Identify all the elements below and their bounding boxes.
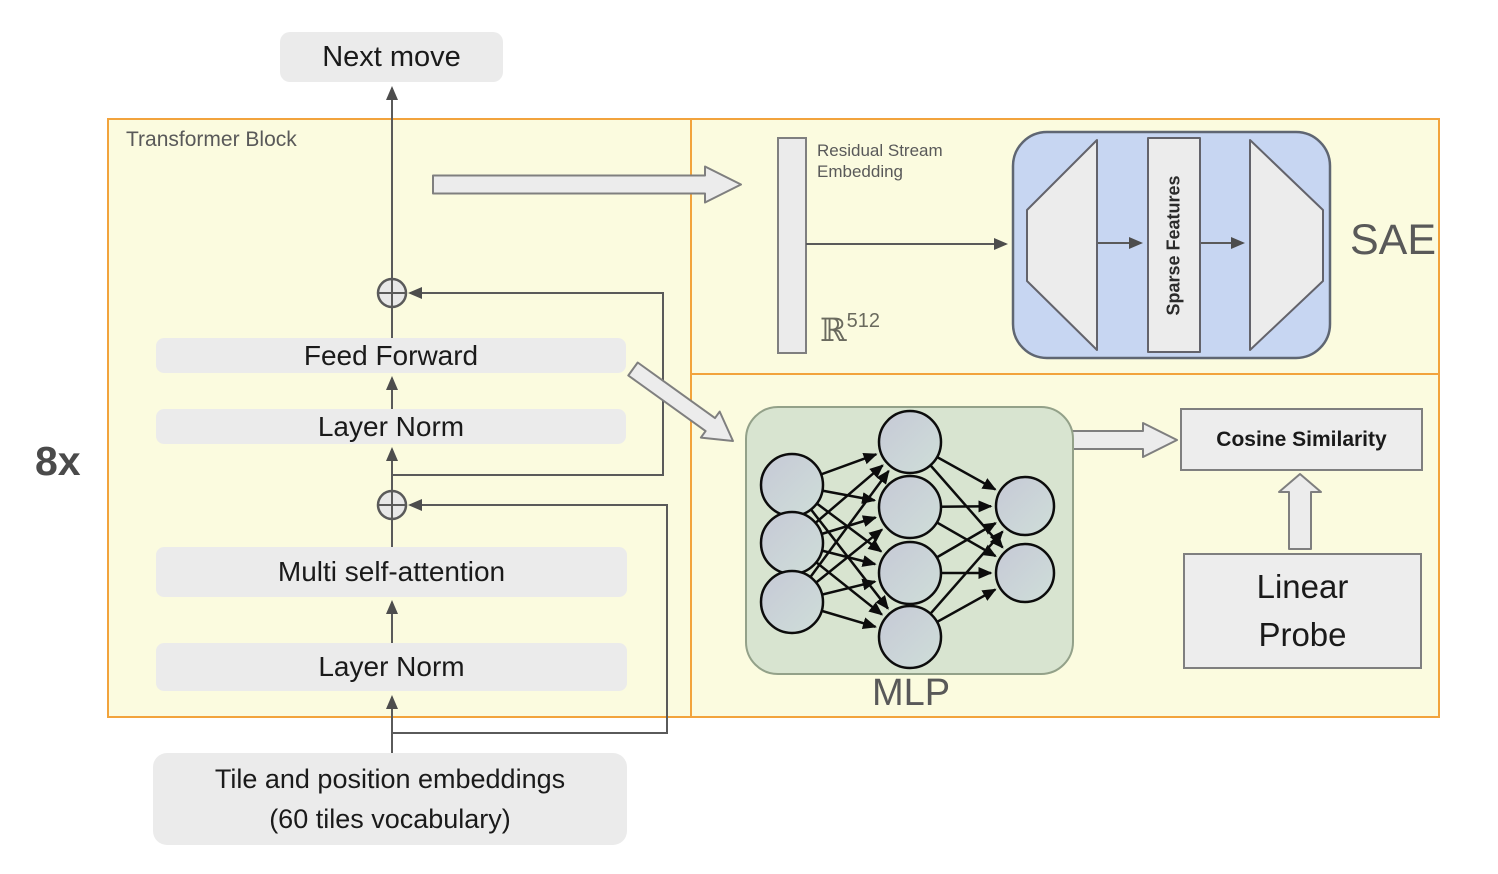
residual-readout-arrow bbox=[432, 165, 742, 204]
sae-encoder-trapezoid bbox=[1026, 139, 1098, 351]
residual-embedding-bar bbox=[777, 137, 807, 354]
mlp-neuron bbox=[759, 452, 825, 518]
mlp-neuron bbox=[877, 409, 943, 475]
transformer-block-title: Transformer Block bbox=[126, 128, 297, 151]
add-node-top bbox=[376, 277, 408, 309]
sparse-features-label: Sparse Features bbox=[1163, 174, 1184, 316]
mlp-container bbox=[745, 406, 1074, 675]
layer-norm-bottom-label: Layer Norm bbox=[318, 651, 465, 682]
sparse-features-labelwrap: Sparse Features bbox=[1148, 138, 1200, 352]
skip-connection-attention bbox=[392, 287, 664, 476]
r-exponent: 512 bbox=[846, 310, 880, 332]
mlp-readout-arrow bbox=[627, 361, 734, 442]
feed-forward-label: Feed Forward bbox=[303, 339, 479, 371]
mlp-neuron bbox=[877, 604, 943, 670]
tile-embeddings-box: Tile and position embeddings (60 tiles v… bbox=[153, 753, 627, 845]
mlp-neuron bbox=[877, 540, 943, 606]
repeat-count-label: 8x bbox=[35, 438, 81, 484]
residual-stream-label: Residual Stream Embedding bbox=[817, 141, 943, 181]
probe-to-cosine-arrow bbox=[1278, 473, 1322, 550]
mlp-neuron bbox=[994, 542, 1056, 604]
multi-self-attention-label: Multi self-attention bbox=[277, 556, 506, 587]
next-move-box: Next move bbox=[280, 32, 503, 82]
mlp-neuron bbox=[994, 475, 1056, 537]
skip-connection-input bbox=[392, 499, 668, 734]
mlp-neuron bbox=[759, 569, 825, 635]
layer-norm-top-label: Layer Norm bbox=[317, 410, 465, 442]
add-node-bottom bbox=[376, 489, 408, 521]
linear-probe-box: Linear Probe bbox=[1183, 553, 1422, 669]
r-symbol: ℝ bbox=[820, 311, 847, 349]
mlp-title: MLP bbox=[872, 672, 951, 714]
mlp-neuron bbox=[759, 510, 825, 576]
layer-norm-top-box: Layer Norm bbox=[156, 409, 626, 444]
residual-dimension-label: ℝ512 bbox=[820, 310, 880, 349]
mlp-neuron bbox=[877, 474, 943, 540]
mlp-network bbox=[759, 409, 1056, 670]
sae-decoder-trapezoid bbox=[1249, 139, 1324, 351]
sparse-features-bar bbox=[1147, 137, 1201, 353]
cosine-similarity-label: Cosine Similarity bbox=[1216, 427, 1387, 451]
feed-forward-box: Feed Forward bbox=[156, 338, 626, 373]
cosine-similarity-box: Cosine Similarity bbox=[1180, 408, 1423, 471]
next-move-label: Next move bbox=[322, 40, 461, 73]
multi-self-attention-box: Multi self-attention bbox=[156, 547, 627, 597]
layer-norm-bottom-box: Layer Norm bbox=[156, 643, 627, 691]
sae-title: SAE bbox=[1350, 216, 1437, 264]
